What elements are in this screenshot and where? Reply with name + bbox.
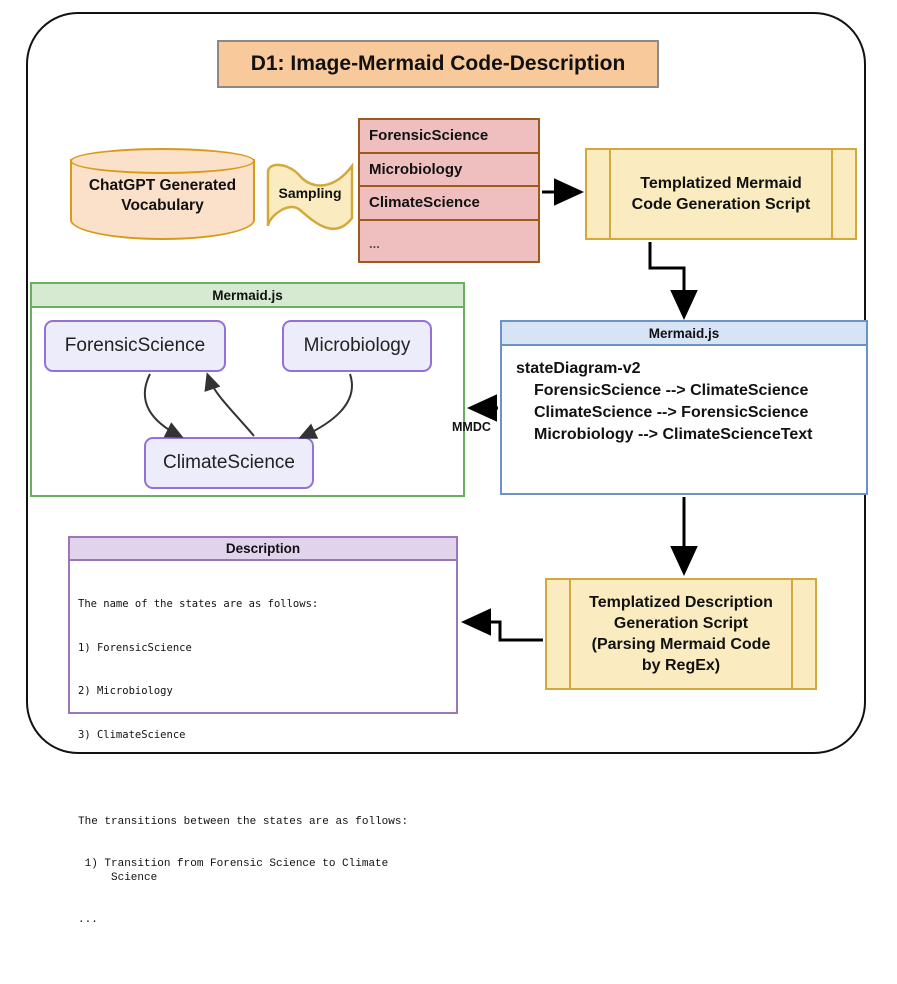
description-script-label: Templatized Description Generation Scrip… (589, 594, 773, 674)
sampling-wave-svg (266, 162, 354, 231)
mermaid-code-generation-script: Templatized Mermaid Code Generation Scri… (585, 148, 857, 240)
vocabulary-table: ForensicScience Microbiology ClimateScie… (358, 118, 540, 263)
mermaid-script-label: Templatized Mermaid Code Generation Scri… (631, 175, 811, 213)
mermaid-code-panel: Mermaid.js stateDiagram-v2 ForensicScien… (500, 320, 868, 495)
vocabulary-datastore-label: ChatGPT Generated Vocabulary (88, 177, 237, 214)
code-panel-header: Mermaid.js (502, 322, 866, 346)
description-panel-body: The name of the states are as follows: 1… (70, 561, 456, 984)
code-panel-body: stateDiagram-v2 ForensicScience --> Clim… (516, 360, 813, 443)
process-left-bar (569, 578, 571, 690)
state-node-forensicscience: ForensicScience (44, 320, 226, 372)
sampling-wave-shape: Sampling (262, 160, 358, 232)
table-row: ... (369, 236, 380, 251)
description-transitions: The transitions between the states are a… (78, 816, 409, 926)
description-generation-script: Templatized Description Generation Scrip… (545, 578, 817, 690)
render-panel-header: Mermaid.js (32, 284, 463, 308)
table-row: ClimateScience (360, 187, 538, 221)
table-row: ForensicScience (360, 120, 538, 154)
state-node-climatescience: ClimateScience (144, 437, 314, 489)
state-transition-arrows (144, 372, 353, 439)
table-row: Microbiology (360, 154, 538, 187)
process-left-bar (609, 148, 611, 240)
mmdc-edge-label: MMDC (452, 420, 491, 434)
description-panel-header: Description (70, 538, 456, 561)
mermaid-render-panel: Mermaid.js ForensicScience Microbiology … (30, 282, 465, 497)
cylinder-top-ellipse (70, 148, 255, 174)
vocabulary-datastore: ChatGPT Generated Vocabulary (70, 148, 255, 240)
process-right-bar (831, 148, 833, 240)
state-node-microbiology: Microbiology (282, 320, 432, 372)
sampling-label: Sampling (278, 185, 342, 201)
process-right-bar (791, 578, 793, 690)
description-panel: Description The name of the states are a… (68, 536, 458, 926)
diagram-title: D1: Image-Mermaid Code-Description (217, 40, 659, 88)
